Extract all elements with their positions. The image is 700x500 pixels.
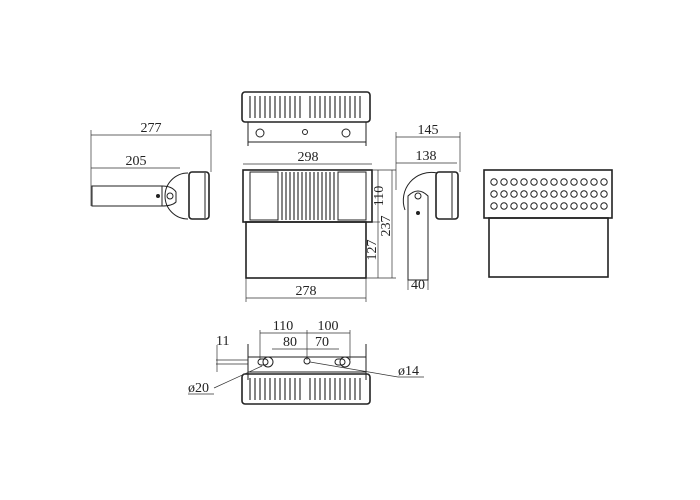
dim-80: 80 [283,335,297,350]
led-icon [490,190,498,198]
led-icon [590,202,598,210]
led-icon [490,202,498,210]
led-icon [520,202,528,210]
dim-110-holes: 110 [273,319,293,334]
led-icon [530,202,538,210]
right-side-view: 145 138 40 [395,123,461,293]
led-icon [490,178,498,186]
bottom-view: 110 100 80 70 11 ø20 ø14 [188,319,424,405]
dim-40: 40 [411,278,425,293]
led-icon [590,178,598,186]
led-icon [510,178,518,186]
led-icon [510,190,518,198]
dim-110: 110 [372,186,387,206]
led-icon [540,202,548,210]
led-icon [570,178,578,186]
dim-237: 237 [379,216,394,237]
dim-277: 277 [141,121,162,136]
dim-dia14: ø14 [398,364,419,379]
led-icon [600,190,608,198]
led-icon [560,202,568,210]
dim-138: 138 [416,149,437,164]
led-icon [570,190,578,198]
led-icon [580,178,588,186]
dim-205: 205 [126,154,147,169]
dim-70: 70 [315,335,329,350]
led-icon [500,178,508,186]
led-icon [550,178,558,186]
dim-278: 278 [296,284,317,299]
side-view: 277 205 [90,121,212,220]
led-icon [580,202,588,210]
dim-11: 11 [216,334,229,349]
top-view [241,91,371,146]
dim-127: 127 [365,240,380,261]
dim-dia20: ø20 [188,381,209,396]
led-icon [520,190,528,198]
led-icon [520,178,528,186]
front-view: 298 278 110 127 237 [242,150,396,302]
led-icon [580,190,588,198]
led-icon [530,190,538,198]
led-icon [540,190,548,198]
led-front-view [483,169,613,278]
led-icon [510,202,518,210]
led-icon [500,202,508,210]
led-icon [570,202,578,210]
dim-298: 298 [298,150,319,165]
led-icon [560,190,568,198]
led-icon [550,190,558,198]
led-icon [600,202,608,210]
led-icon [590,190,598,198]
led-icon [500,190,508,198]
led-icon [530,178,538,186]
dim-100-holes: 100 [318,319,339,334]
led-icon [600,178,608,186]
led-icon [540,178,548,186]
led-icon [560,178,568,186]
dim-145: 145 [418,123,439,138]
led-icon [550,202,558,210]
